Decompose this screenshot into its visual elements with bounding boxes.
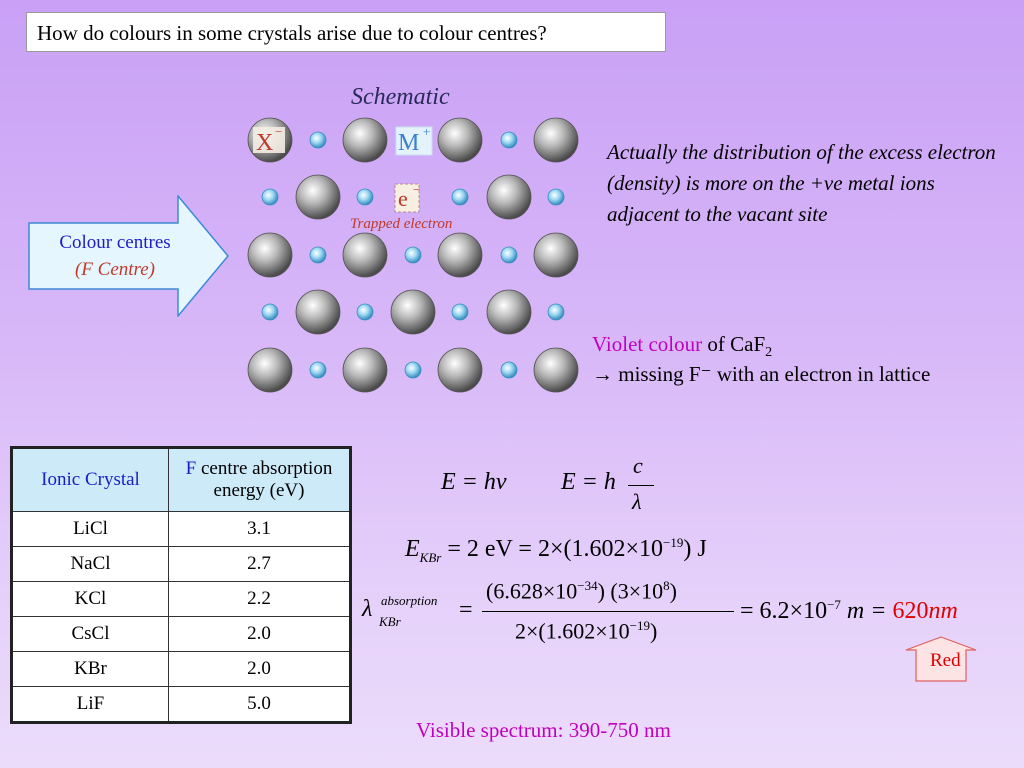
cation-sphere (261, 188, 279, 206)
anion-sphere (295, 289, 341, 335)
cation-sphere (309, 246, 327, 264)
red-label: Red (930, 650, 961, 671)
missing-f-line: → missing F⁻ with an electron in lattice (592, 362, 931, 386)
anion-sphere (247, 232, 293, 278)
colour-centres-arrow (28, 195, 229, 317)
anion-sphere (533, 232, 579, 278)
svg-text:−: − (275, 124, 282, 139)
equation-c: c (633, 453, 643, 478)
cation-sphere (404, 361, 422, 379)
crystal-lattice-diagram: e − Trapped electron X − M + (247, 117, 579, 393)
svg-text:X: X (256, 130, 273, 156)
trapped-electron-label: Trapped electron (350, 216, 452, 232)
lambda-subscript: KBr (379, 614, 401, 629)
caf2-text: of CaF (707, 332, 766, 356)
cation-sphere (404, 246, 422, 264)
red-callout (905, 636, 977, 682)
trapped-electron-site: e − (394, 182, 420, 213)
equation-result: = 6.2×10−7 m = 620nm (740, 597, 958, 624)
absorption-energy-table: Ionic Crystal F centre absorption energy… (10, 446, 352, 724)
anion-sphere (486, 174, 532, 220)
header-absorption-energy: F centre absorption energy (eV) (168, 447, 351, 512)
equation-lambda-kbr: λ (362, 596, 373, 622)
svg-text:+: + (423, 124, 430, 139)
anion-sphere (486, 289, 532, 335)
anion-sphere (390, 289, 436, 335)
cation-sphere (547, 303, 565, 321)
cation-sphere (356, 303, 374, 321)
equals-sign: = (459, 597, 473, 623)
cation-sphere (500, 246, 518, 264)
violet-colour-line: Violet colour of CaF2 (592, 332, 773, 361)
header-ionic-crystal: Ionic Crystal (11, 447, 169, 512)
anion-sphere (533, 347, 579, 393)
equation-lambda: λ (632, 489, 642, 514)
equation-e-hc-lambda: E = h (561, 469, 616, 495)
result-620: 620 (892, 598, 929, 624)
f-centre-label: (F Centre) (74, 259, 156, 280)
anion-sphere (437, 232, 483, 278)
anion-label: X − (253, 124, 285, 156)
anion-sphere (437, 347, 483, 393)
fraction-bar (628, 485, 654, 486)
anion-sphere (342, 347, 388, 393)
cation-label: M + (395, 124, 433, 156)
electron-symbol: e (398, 186, 408, 211)
equation-ekbr: EKBr = 2 eV = 2×(1.602×10−19) J (405, 535, 707, 565)
lambda-superscript: absorption (381, 593, 438, 608)
slide-title: How do colours in some crystals arise du… (26, 12, 666, 52)
cation-sphere (547, 188, 565, 206)
equation-numerator: (6.628×10−34) (3×108) (486, 578, 677, 604)
anion-sphere (295, 174, 341, 220)
cation-sphere (500, 131, 518, 149)
anion-sphere (342, 117, 388, 163)
cation-sphere (500, 361, 518, 379)
cation-sphere (451, 188, 469, 206)
equation-denominator: 2×(1.602×10−19) (515, 618, 658, 644)
svg-text:M: M (398, 130, 419, 156)
fraction-bar-main (482, 611, 734, 612)
schematic-label: Schematic (351, 84, 450, 110)
cation-sphere (261, 303, 279, 321)
visible-spectrum-text: Visible spectrum: 390-750 nm (416, 718, 671, 742)
electron-distribution-note: Actually the distribution of the excess … (607, 140, 996, 226)
anion-sphere (342, 232, 388, 278)
anion-sphere (437, 117, 483, 163)
svg-text:−: − (413, 182, 420, 197)
cation-sphere (451, 303, 469, 321)
anion-sphere (533, 117, 579, 163)
equation-e-h-nu: E = hν (441, 469, 507, 495)
cation-sphere (309, 131, 327, 149)
cation-sphere (356, 188, 374, 206)
colour-centres-label: Colour centres (59, 232, 171, 253)
anion-sphere (247, 347, 293, 393)
cation-sphere (309, 361, 327, 379)
violet-colour-text: Violet colour (592, 332, 703, 356)
